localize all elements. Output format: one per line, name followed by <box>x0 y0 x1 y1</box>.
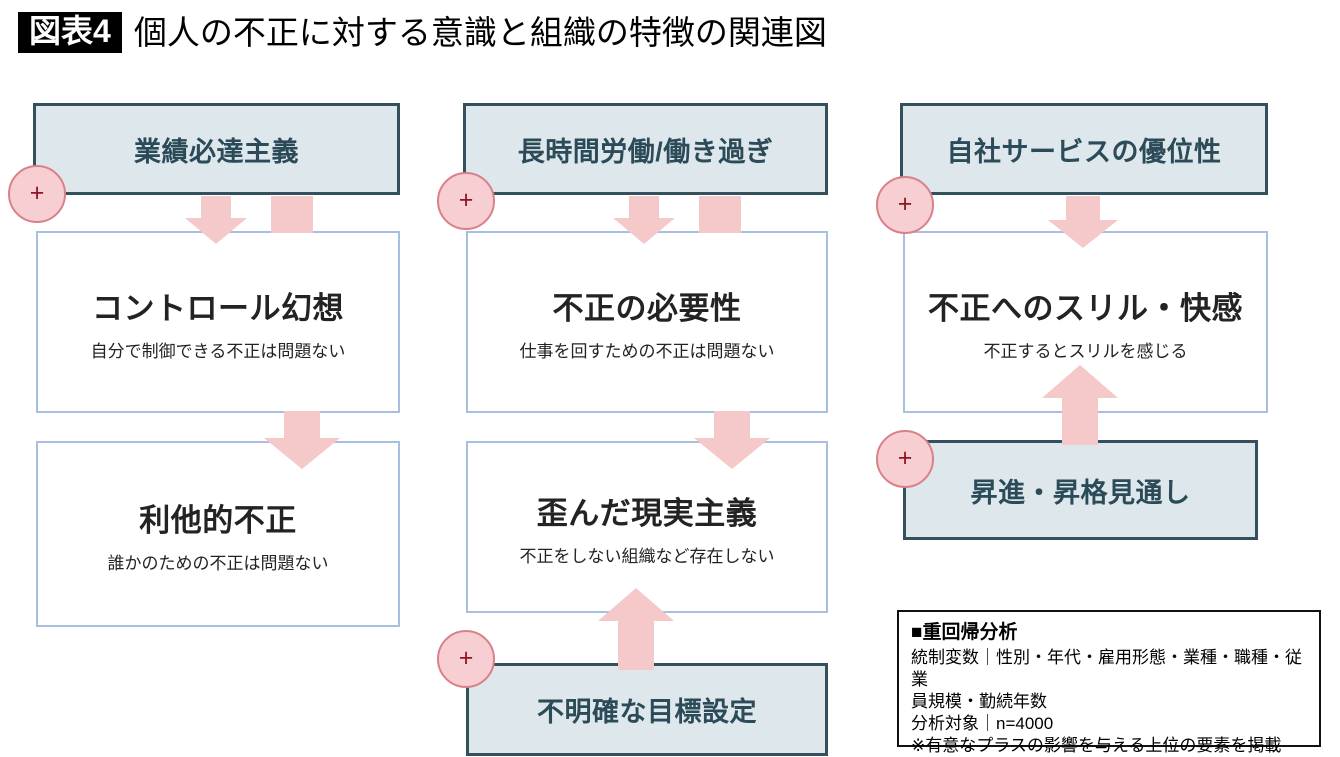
legend-line: 分析対象｜n=4000 <box>911 714 1054 734</box>
plus-badge-promotion-outlook: + <box>876 430 934 488</box>
node-subtitle: 不正をしない組織など存在しない <box>519 546 775 566</box>
node-title: 自社サービスの優位性 <box>946 136 1222 167</box>
legend-heading: ■重回帰分析 <box>911 622 1018 643</box>
node-title: 不明確な目標設定 <box>537 697 757 727</box>
node-subtitle: 誰かのための不正は問題ない <box>107 553 329 573</box>
arrow-up-goal-to-distorted <box>598 588 674 670</box>
node-title: 昇進・昇格見通し <box>970 477 1191 508</box>
node-promotion-outlook[interactable]: 昇進・昇格見通し <box>903 440 1258 540</box>
node-long-working-hours[interactable]: 長時間労働/働き過ぎ <box>463 103 828 195</box>
node-subtitle: 自分で制御できる不正は問題ない <box>90 341 346 361</box>
node-distorted-realism[interactable]: 歪んだ現実主義 不正をしない組織など存在しない <box>466 441 828 613</box>
arrow-up-promotion-to-thrill <box>1042 365 1118 445</box>
arrow-down-control-to-altruistic <box>264 411 340 469</box>
page-title-text: 個人の不正に対する意識と組織の特徴の関連図 <box>133 14 827 51</box>
arrow-down-superiority-to-thrill <box>1048 196 1118 248</box>
plus-icon: + <box>897 189 913 218</box>
legend-line: 統制変数｜性別・年代・雇用形態・業種・職種・従業 <box>911 647 1302 689</box>
node-necessity-of-fraud[interactable]: 不正の必要性 仕事を回すための不正は問題ない <box>466 231 828 413</box>
plus-badge-unclear-goal-setting: + <box>437 630 495 688</box>
node-subtitle: 不正するとスリルを感じる <box>983 341 1188 361</box>
legend-line: ※有意なプラスの影響を与える上位の要素を掲載 <box>911 736 1282 756</box>
arrow-stub-gyoseki-secondary <box>271 196 313 233</box>
node-gyoseki-hittatsu[interactable]: 業績必達主義 <box>33 103 400 195</box>
plus-icon: + <box>458 643 474 672</box>
plus-icon: + <box>458 185 474 214</box>
arrow-down-gyoseki-to-control <box>185 196 247 244</box>
node-unclear-goal-setting[interactable]: 不明確な目標設定 <box>466 663 828 756</box>
node-title: 長時間労働/働き過ぎ <box>517 136 774 167</box>
node-thrill-of-fraud[interactable]: 不正へのスリル・快感 不正するとスリルを感じる <box>903 231 1268 413</box>
arrow-down-necessity-to-distorted <box>694 411 770 469</box>
arrow-down-hours-to-necessity <box>613 196 675 244</box>
plus-badge-long-working-hours: + <box>437 172 495 230</box>
methodology-note-box: ■重回帰分析 統制変数｜性別・年代・雇用形態・業種・職種・従業 員規模・勤続年数… <box>897 610 1321 755</box>
arrow-stub-hours-secondary <box>699 196 741 233</box>
node-own-service-superiority[interactable]: 自社サービスの優位性 <box>900 103 1268 195</box>
legend-line: 員規模・勤続年数 <box>911 691 1047 711</box>
node-subtitle: 仕事を回すための不正は問題ない <box>519 341 775 361</box>
plus-badge-gyoseki-hittatsu: + <box>8 165 66 223</box>
plus-badge-own-service-superiority: + <box>876 176 934 234</box>
node-title: 歪んだ現実主義 <box>536 495 758 531</box>
node-altruistic-fraud[interactable]: 利他的不正 誰かのための不正は問題ない <box>36 441 400 627</box>
figure-number-badge: 図表4 <box>18 12 122 53</box>
node-title: 不正へのスリル・快感 <box>928 290 1243 326</box>
node-title: 不正の必要性 <box>552 290 742 326</box>
node-title: 利他的不正 <box>139 502 297 538</box>
page-title: 図表4 個人の不正に対する意識と組織の特徴の関連図 <box>18 12 827 53</box>
node-title: 業績必達主義 <box>134 136 299 167</box>
node-title: コントロール幻想 <box>92 290 344 326</box>
plus-icon: + <box>897 443 913 472</box>
plus-icon: + <box>29 178 45 207</box>
node-control-illusion[interactable]: コントロール幻想 自分で制御できる不正は問題ない <box>36 231 400 413</box>
